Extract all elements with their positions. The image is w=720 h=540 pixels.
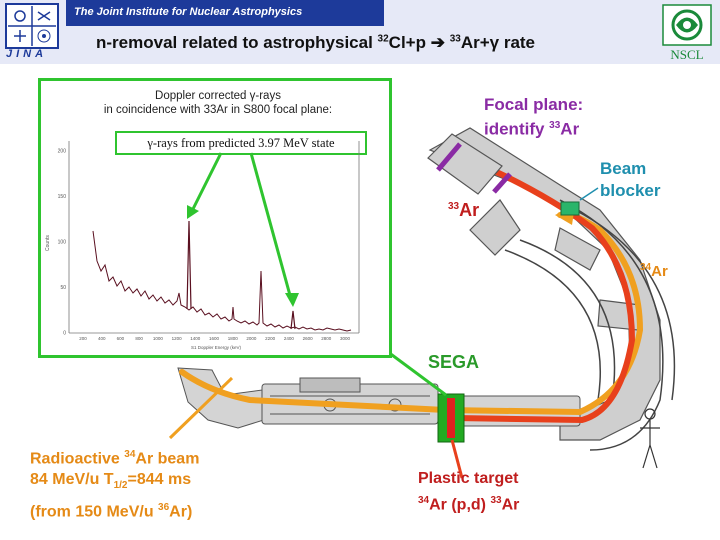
peak-1480 bbox=[186, 220, 192, 310]
s800-dipole-arcs bbox=[504, 199, 676, 451]
x-tick-label: 2800 bbox=[321, 336, 332, 341]
jina-wordmark: JINA bbox=[6, 48, 48, 60]
x-tick-label: 2600 bbox=[303, 336, 314, 341]
target-label-pointer bbox=[450, 439, 464, 479]
x-tick-label: 800 bbox=[135, 336, 143, 341]
y-tick-label: 200 bbox=[58, 149, 67, 155]
nscl-logo-icon: NSCL bbox=[662, 4, 712, 62]
y-tick-label: 50 bbox=[60, 285, 66, 291]
spectrum-trace bbox=[92, 230, 352, 332]
radioactive-beam-label: Radioactive 34Ar beam 84 MeV/u T1/2=844 … bbox=[30, 449, 200, 520]
x-tick-label: 600 bbox=[117, 336, 125, 341]
person-scale-icon bbox=[640, 408, 660, 469]
x-tick-label: 400 bbox=[98, 336, 106, 341]
institute-banner: The Joint Institute for Nuclear Astrophy… bbox=[66, 0, 384, 26]
beam-blocker-icon bbox=[560, 201, 580, 216]
x-tick-label: 1000 bbox=[153, 336, 164, 341]
sega-pointer bbox=[387, 350, 447, 397]
svg-text:NSCL: NSCL bbox=[670, 47, 703, 62]
plastic-target-label: Plastic target 34Ar (p,d) 33Ar bbox=[418, 470, 520, 514]
y-tick-label: 0 bbox=[63, 331, 66, 337]
pointer-arrowhead-left-icon bbox=[187, 205, 199, 219]
y-tick-label: 150 bbox=[58, 194, 67, 200]
x-tick-label: 200 bbox=[79, 336, 87, 341]
slide-title: n-removal related to astrophysical 32Cl+… bbox=[96, 33, 536, 52]
predicted-state-label: γ-rays from predicted 3.97 MeV state bbox=[115, 131, 367, 155]
sega-label: SEGA bbox=[428, 352, 480, 372]
gamma-spectrum-plot: 0 50 100 150 200 200 400 600 800 1000 1200 1400 160… bbox=[45, 141, 360, 350]
focal-plane-detector bbox=[427, 133, 512, 195]
focal-plane-label: Focal plane: identify 33Ar bbox=[484, 95, 584, 139]
ar33-label: 33Ar bbox=[448, 200, 480, 220]
jina-logo-icon bbox=[5, 3, 59, 49]
beam-blocker-label: Beam blocker bbox=[600, 159, 661, 200]
pointer-arrow-right bbox=[249, 152, 293, 300]
spectrum-inset-panel: Doppler corrected γ-rays in coincidence … bbox=[38, 78, 392, 358]
institute-name: The Joint Institute for Nuclear Astrophy… bbox=[74, 6, 303, 18]
ar34-label: 34Ar bbox=[640, 262, 668, 280]
pointer-arrowhead-right-icon bbox=[285, 293, 299, 307]
peak-3970 bbox=[290, 310, 296, 330]
x-axis-label: S1 Doppler Energy (keV) bbox=[191, 345, 242, 350]
x-tick-label: 2200 bbox=[265, 336, 276, 341]
x-tick-label: 1600 bbox=[209, 336, 220, 341]
x-ticks: 200 400 600 800 1000 1200 1400 1600 1800 2000 2200… bbox=[79, 336, 350, 341]
beam-label-pointer bbox=[168, 376, 234, 440]
spectrum-caption: Doppler corrected γ-rays in coincidence … bbox=[103, 90, 333, 116]
x-tick-label: 1200 bbox=[172, 336, 183, 341]
x-tick-label: 2000 bbox=[246, 336, 257, 341]
y-axis-label: Counts bbox=[45, 235, 51, 251]
beam-blocker-pointer bbox=[579, 187, 599, 201]
x-tick-label: 1400 bbox=[190, 336, 201, 341]
x-tick-label: 1800 bbox=[228, 336, 239, 341]
plastic-target-icon bbox=[447, 398, 455, 438]
pointer-arrow-left bbox=[189, 152, 223, 214]
red-ar33-path bbox=[442, 143, 636, 424]
y-tick-label: 100 bbox=[58, 240, 67, 246]
y-ticks: 0 50 100 150 200 bbox=[58, 149, 67, 337]
x-tick-label: 2400 bbox=[284, 336, 295, 341]
x-tick-label: 3000 bbox=[340, 336, 351, 341]
